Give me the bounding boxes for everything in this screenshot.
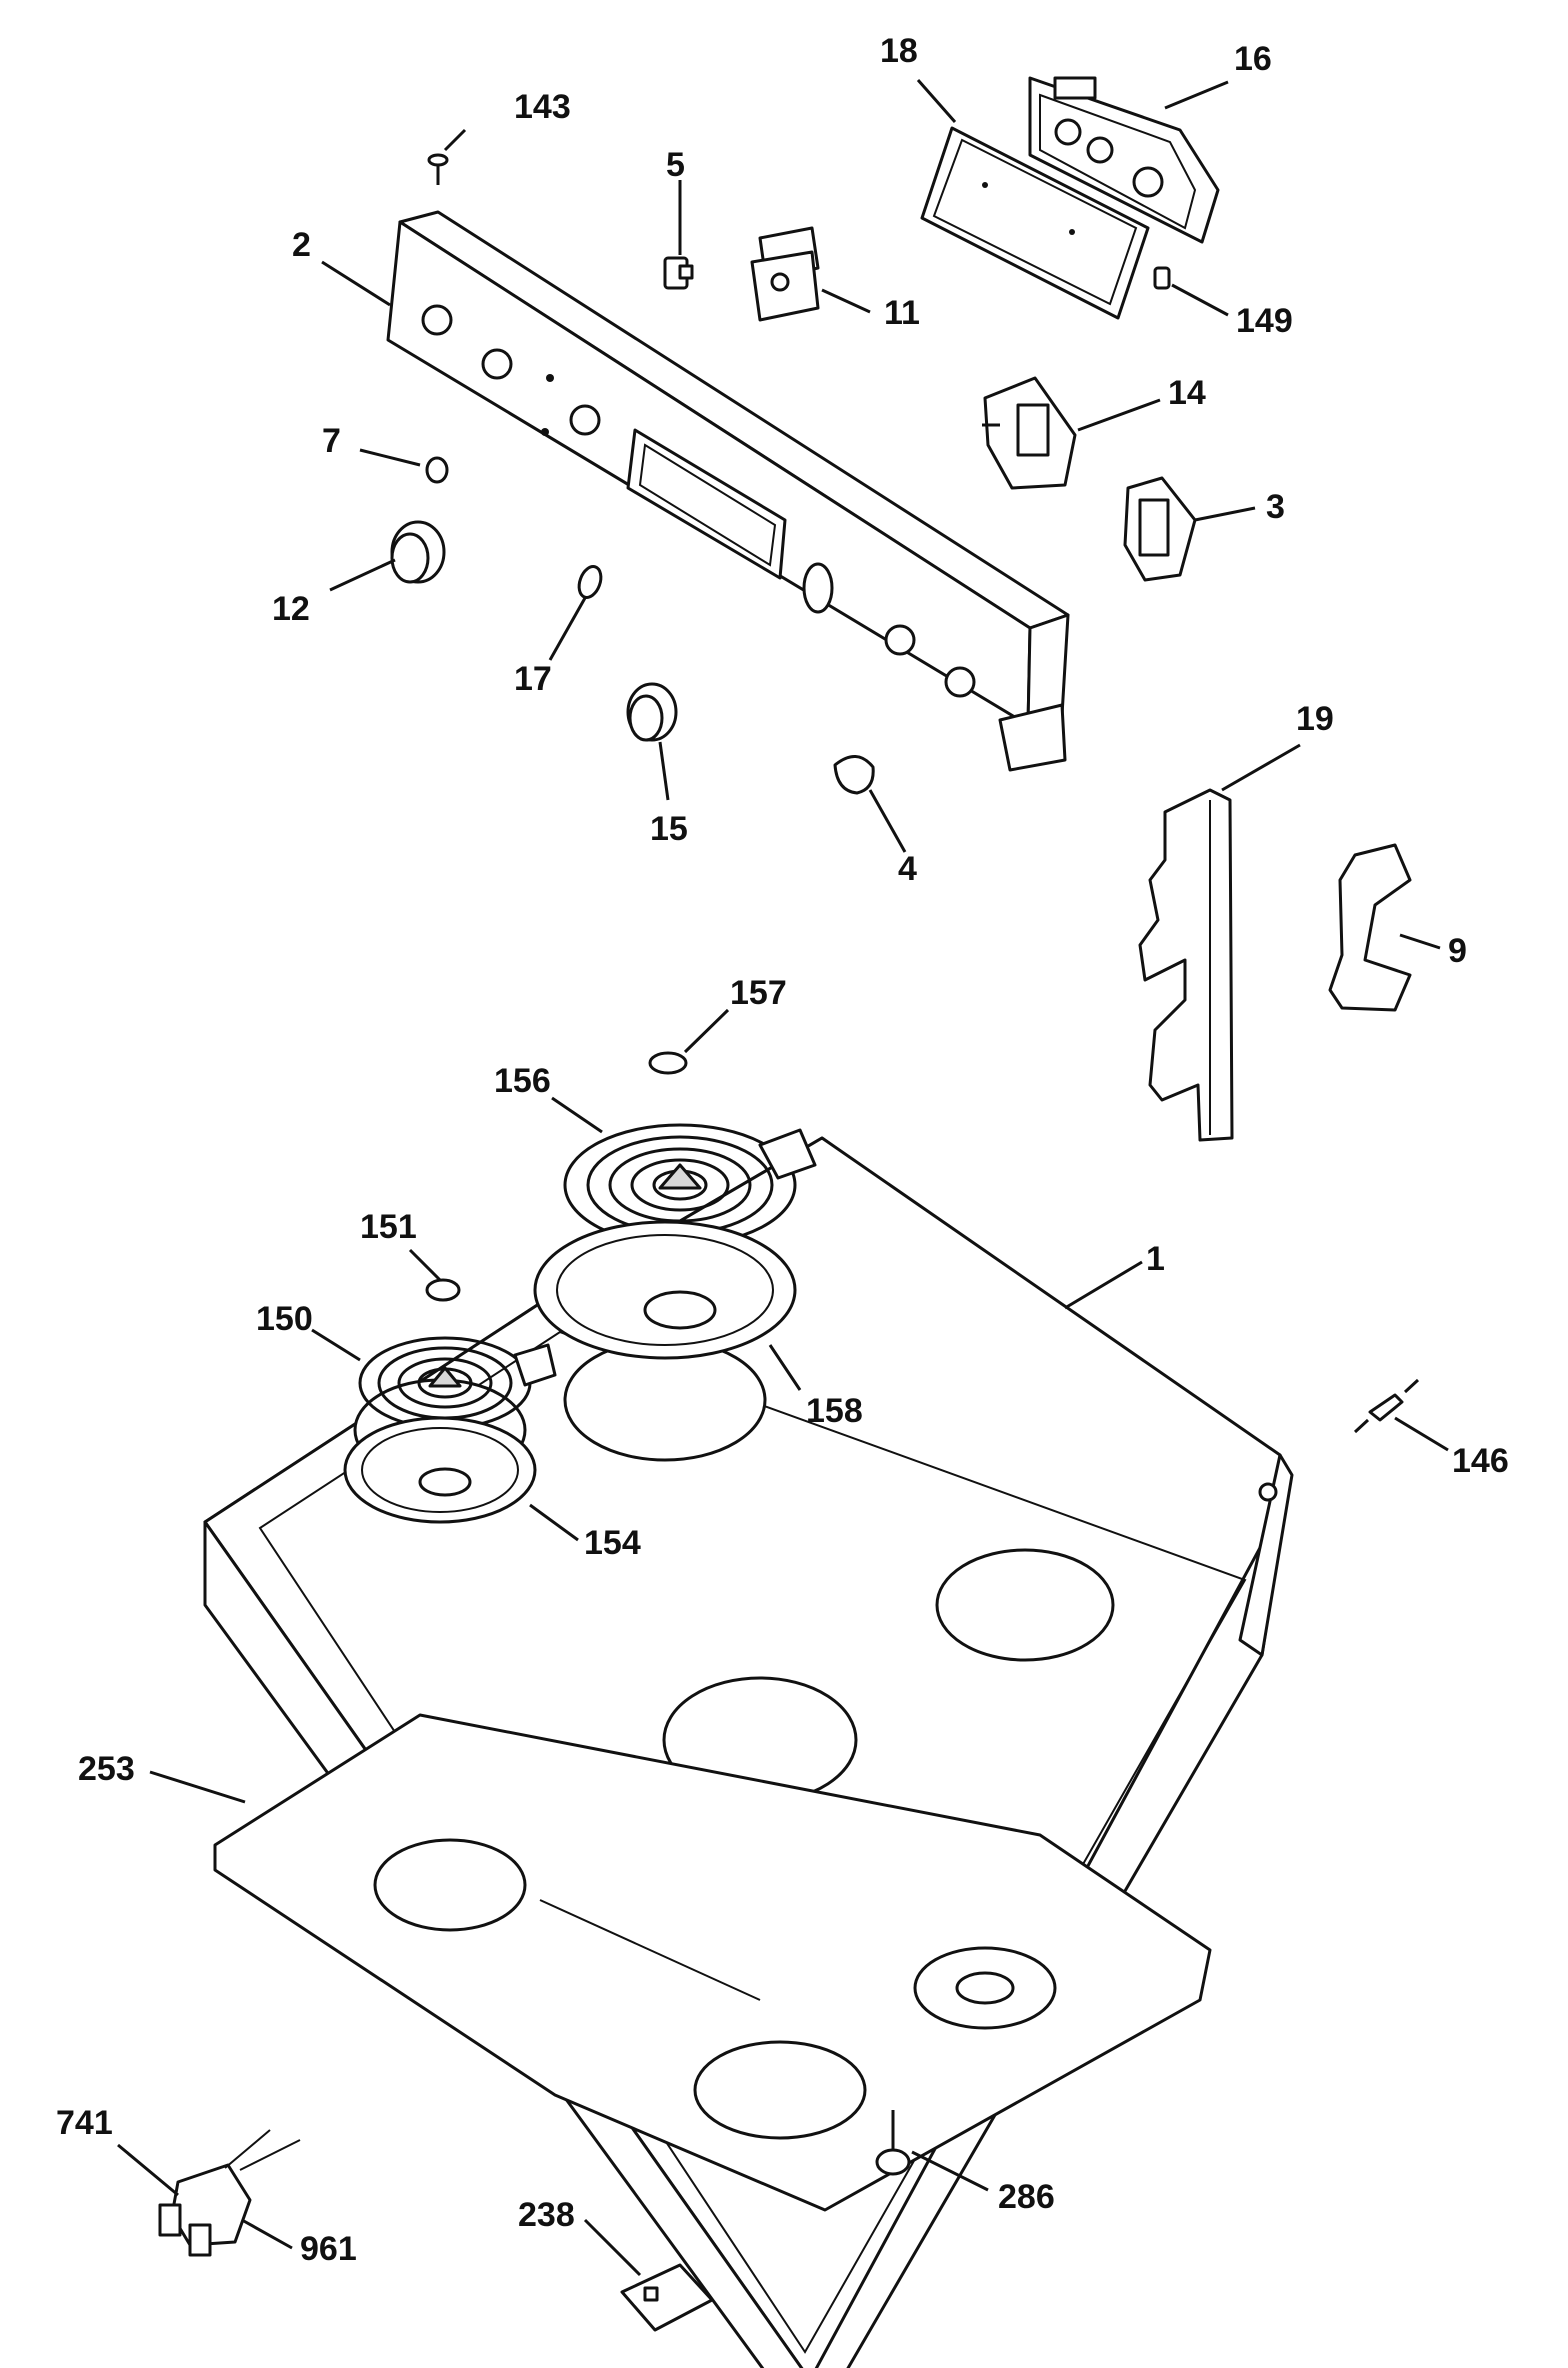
knob-4 <box>833 755 875 795</box>
small-drip-pan-154 <box>343 1416 537 1524</box>
large-surface-element-156 <box>563 1123 817 1247</box>
large-drip-pan-158 <box>533 1220 797 1360</box>
callout-150: 150 <box>256 1300 313 1338</box>
callout-4: 4 <box>898 850 917 888</box>
callout-143: 143 <box>514 88 571 126</box>
bracket-9 <box>1328 843 1412 1012</box>
callout-12: 12 <box>272 590 310 628</box>
callout-14: 14 <box>1168 374 1206 412</box>
callout-151: 151 <box>360 1208 417 1246</box>
switch-5 <box>663 256 694 290</box>
callout-253: 253 <box>78 1750 135 1788</box>
callout-146: 146 <box>1452 1442 1509 1480</box>
knob-12 <box>390 520 446 584</box>
clip-149 <box>1153 266 1171 290</box>
callout-11: 11 <box>884 294 920 332</box>
lamp-17 <box>577 565 603 599</box>
clip-286 <box>875 2110 911 2176</box>
knob-15 <box>626 682 678 742</box>
callout-2: 2 <box>292 226 311 264</box>
cap-157 <box>648 1051 688 1075</box>
callout-149: 149 <box>1236 302 1293 340</box>
callout-158: 158 <box>806 1392 863 1430</box>
relay-11 <box>750 226 820 322</box>
callout-7: 7 <box>322 422 341 460</box>
callout-1: 1 <box>1146 1240 1165 1278</box>
switch-3 <box>1123 476 1197 582</box>
screw-143 <box>427 153 449 185</box>
callout-9: 9 <box>1448 932 1467 970</box>
cap-151 <box>425 1278 461 1302</box>
control-board-16 <box>1028 76 1220 244</box>
callout-labels: 143 2 5 11 18 16 149 14 3 7 12 17 15 4 1… <box>56 32 1509 2268</box>
burner-box-253 <box>213 1713 1212 2212</box>
glass-panel-18 <box>920 126 1150 320</box>
plate-238 <box>620 2263 714 2332</box>
switch-14 <box>982 376 1077 490</box>
callout-17: 17 <box>514 660 552 698</box>
callout-741: 741 <box>56 2104 113 2142</box>
callout-286: 286 <box>998 2178 1055 2216</box>
callout-19: 19 <box>1296 700 1334 738</box>
terminal-block-741 <box>158 2129 301 2257</box>
callout-156: 156 <box>494 1062 551 1100</box>
screw-146 <box>1353 1378 1420 1434</box>
callout-157: 157 <box>730 974 787 1012</box>
callout-15: 15 <box>650 810 688 848</box>
small-surface-element-150 <box>358 1336 557 1430</box>
callout-5: 5 <box>666 146 685 184</box>
callout-16: 16 <box>1234 40 1272 78</box>
leader-lines <box>117 79 1449 2277</box>
insert-7 <box>425 456 449 484</box>
callout-154: 154 <box>584 1524 641 1562</box>
callout-3: 3 <box>1266 488 1285 526</box>
callout-18: 18 <box>880 32 918 70</box>
callout-238: 238 <box>518 2196 575 2234</box>
control-panel-backsplash <box>386 210 1070 772</box>
callout-961: 961 <box>300 2230 357 2268</box>
side-bracket-19 <box>1138 788 1234 1142</box>
